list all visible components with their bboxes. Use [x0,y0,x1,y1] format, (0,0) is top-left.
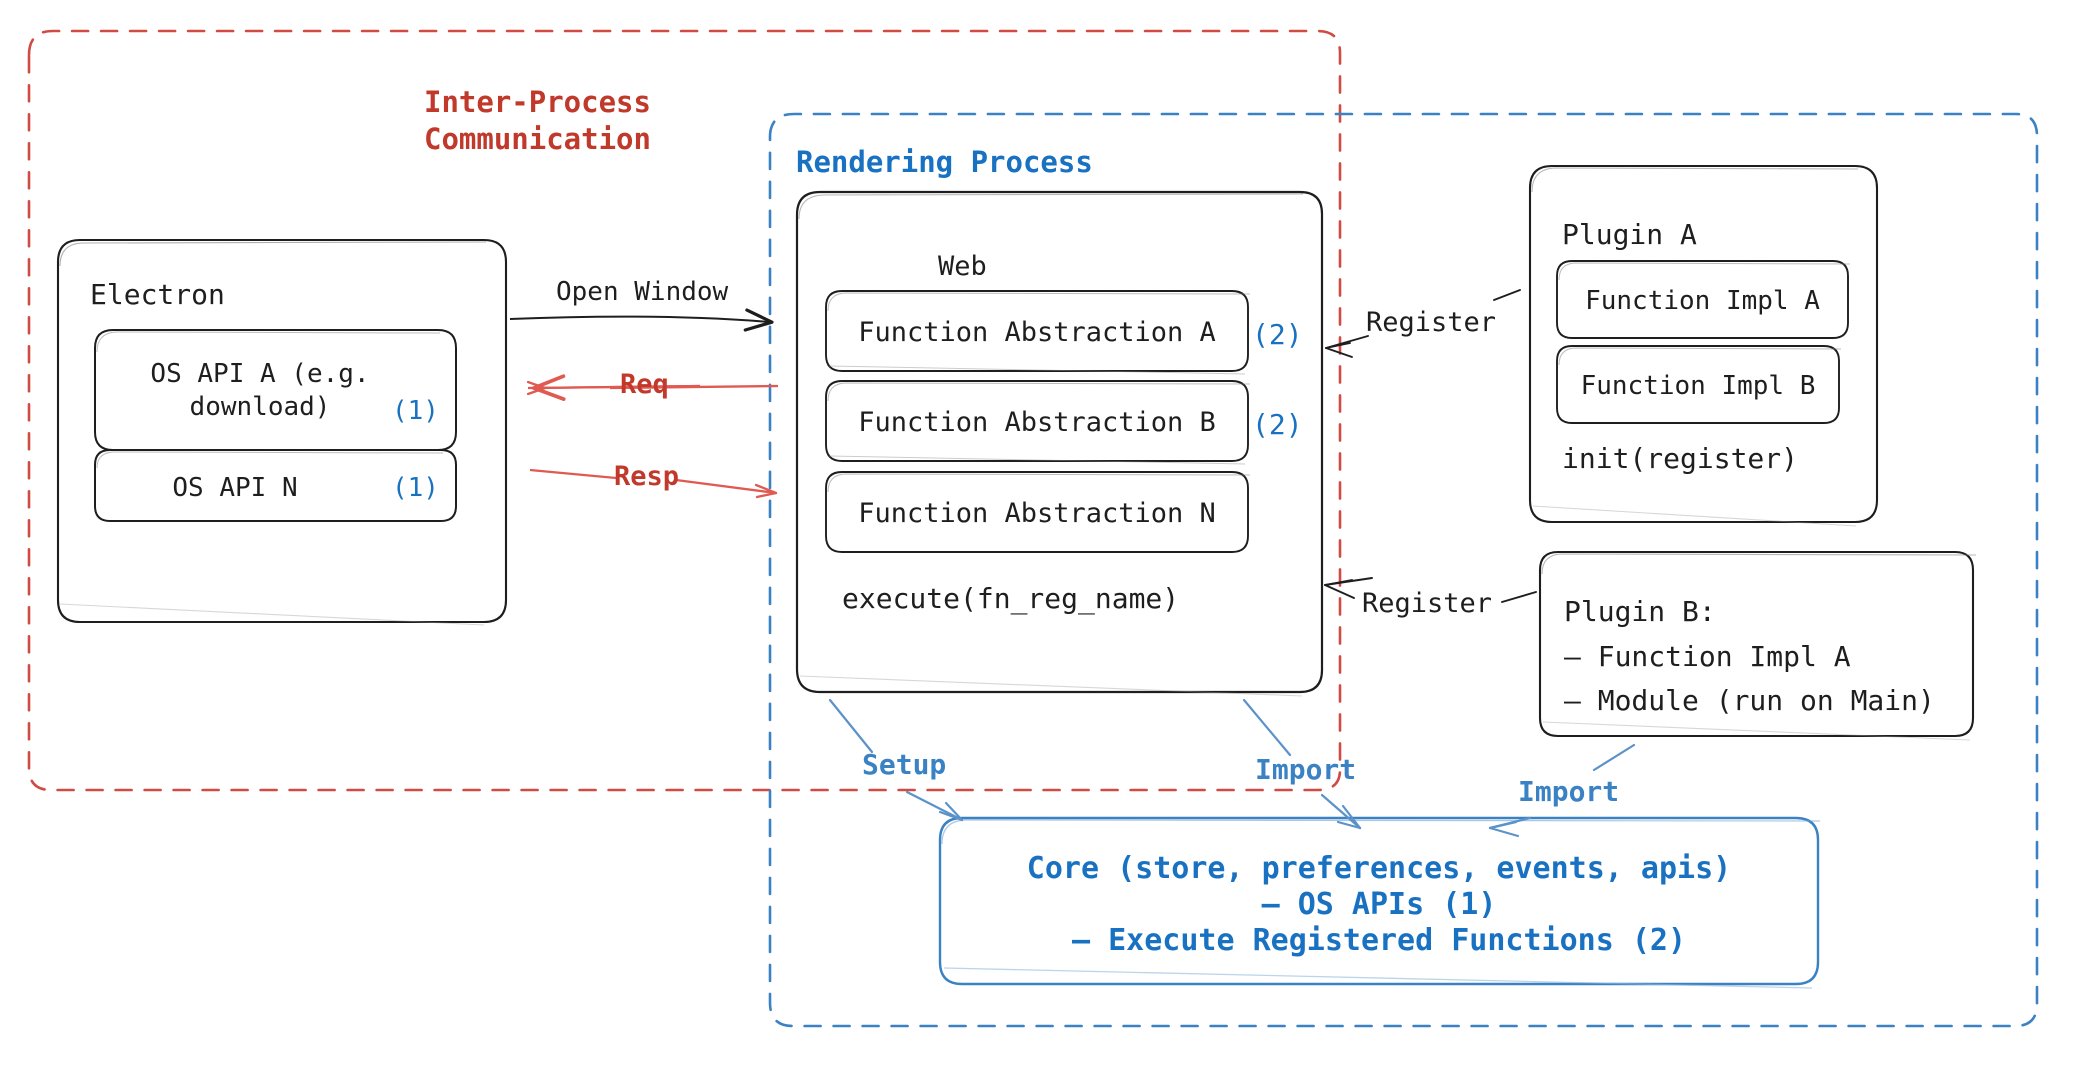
function-impl-b-label: Function Impl B [1580,371,1816,401]
web-footer: execute(fn_reg_name) [842,582,1180,615]
ipc-label-line2: Communication [424,122,651,157]
function-abstraction-a-marker: (2) [1252,318,1303,351]
req-arrow [526,374,779,402]
resp-arrow [529,468,778,499]
function-abstraction-a-box-border [825,290,1251,375]
ipc-container-border [27,29,1342,792]
import-plugin-b-label: Import [1518,775,1620,808]
os-api-a-box-border [94,329,457,451]
electron-title: Electron [90,278,225,311]
plugin-a-footer: init(register) [1562,442,1799,475]
function-impl-a-label: Function Impl A [1585,286,1820,316]
os-api-a-label-line1: OS API A (e.g. [150,359,370,389]
ipc-label-line1: Inter-Process [424,85,651,119]
register-plugin-b-arrow [1324,577,1537,603]
plugin-b-title: Plugin B: [1564,595,1716,628]
plugin-a-box-border [1528,164,1879,527]
function-impl-a-box-border [1556,260,1851,339]
req-label: Req [620,369,669,400]
web-title: Web [938,251,987,282]
os-api-a-marker: (1) [392,396,439,426]
plugin-b-box-border [1538,550,1977,741]
open-window-label: Open Window [556,277,729,307]
core-line-3: – Execute Registered Functions (2) [1071,923,1687,958]
ipc-label: Inter-Process Communication [424,84,651,158]
import-web-arrow [1242,698,1362,830]
os-api-n-box-border [94,449,457,522]
setup-arrow [828,698,964,822]
register-plugin-a-label: Register [1366,307,1497,338]
core-line-2: – OS APIs (1) [1261,887,1497,922]
plugin-a-title: Plugin A [1562,218,1697,251]
function-impl-b-box-border [1556,345,1842,424]
setup-label: Setup [862,748,947,781]
function-abstraction-n-label: Function Abstraction N [858,498,1216,529]
plugin-b-item-0: – Function Impl A [1564,640,1851,673]
function-abstraction-a-label: Function Abstraction A [858,317,1216,348]
rendering-process-label: Rendering Process [796,145,1093,179]
import-plugin-b-arrow [1488,743,1636,838]
function-abstraction-b-box-border [825,380,1251,465]
os-api-n-label: OS API N [172,473,298,503]
plugin-b-item-1: – Module (run on Main) [1564,684,1935,717]
rendering-process-container-border [768,112,2039,1028]
open-window-arrow [509,308,774,332]
os-api-a-label: OS API A (e.g. download) [110,358,410,425]
register-plugin-b-label: Register [1362,588,1493,619]
function-abstraction-n-box-border [825,471,1251,553]
function-abstraction-b-label: Function Abstraction B [858,407,1216,438]
core-line-1: Core (store, preferences, events, apis) [1026,851,1732,886]
core-box-border [938,816,1821,989]
os-api-a-label-line2: download) [189,392,331,423]
os-api-n-marker: (1) [392,473,439,503]
import-web-label: Import [1255,753,1357,786]
resp-label: Resp [614,461,680,492]
register-plugin-a-arrow [1325,289,1521,358]
function-abstraction-b-marker: (2) [1252,408,1303,441]
